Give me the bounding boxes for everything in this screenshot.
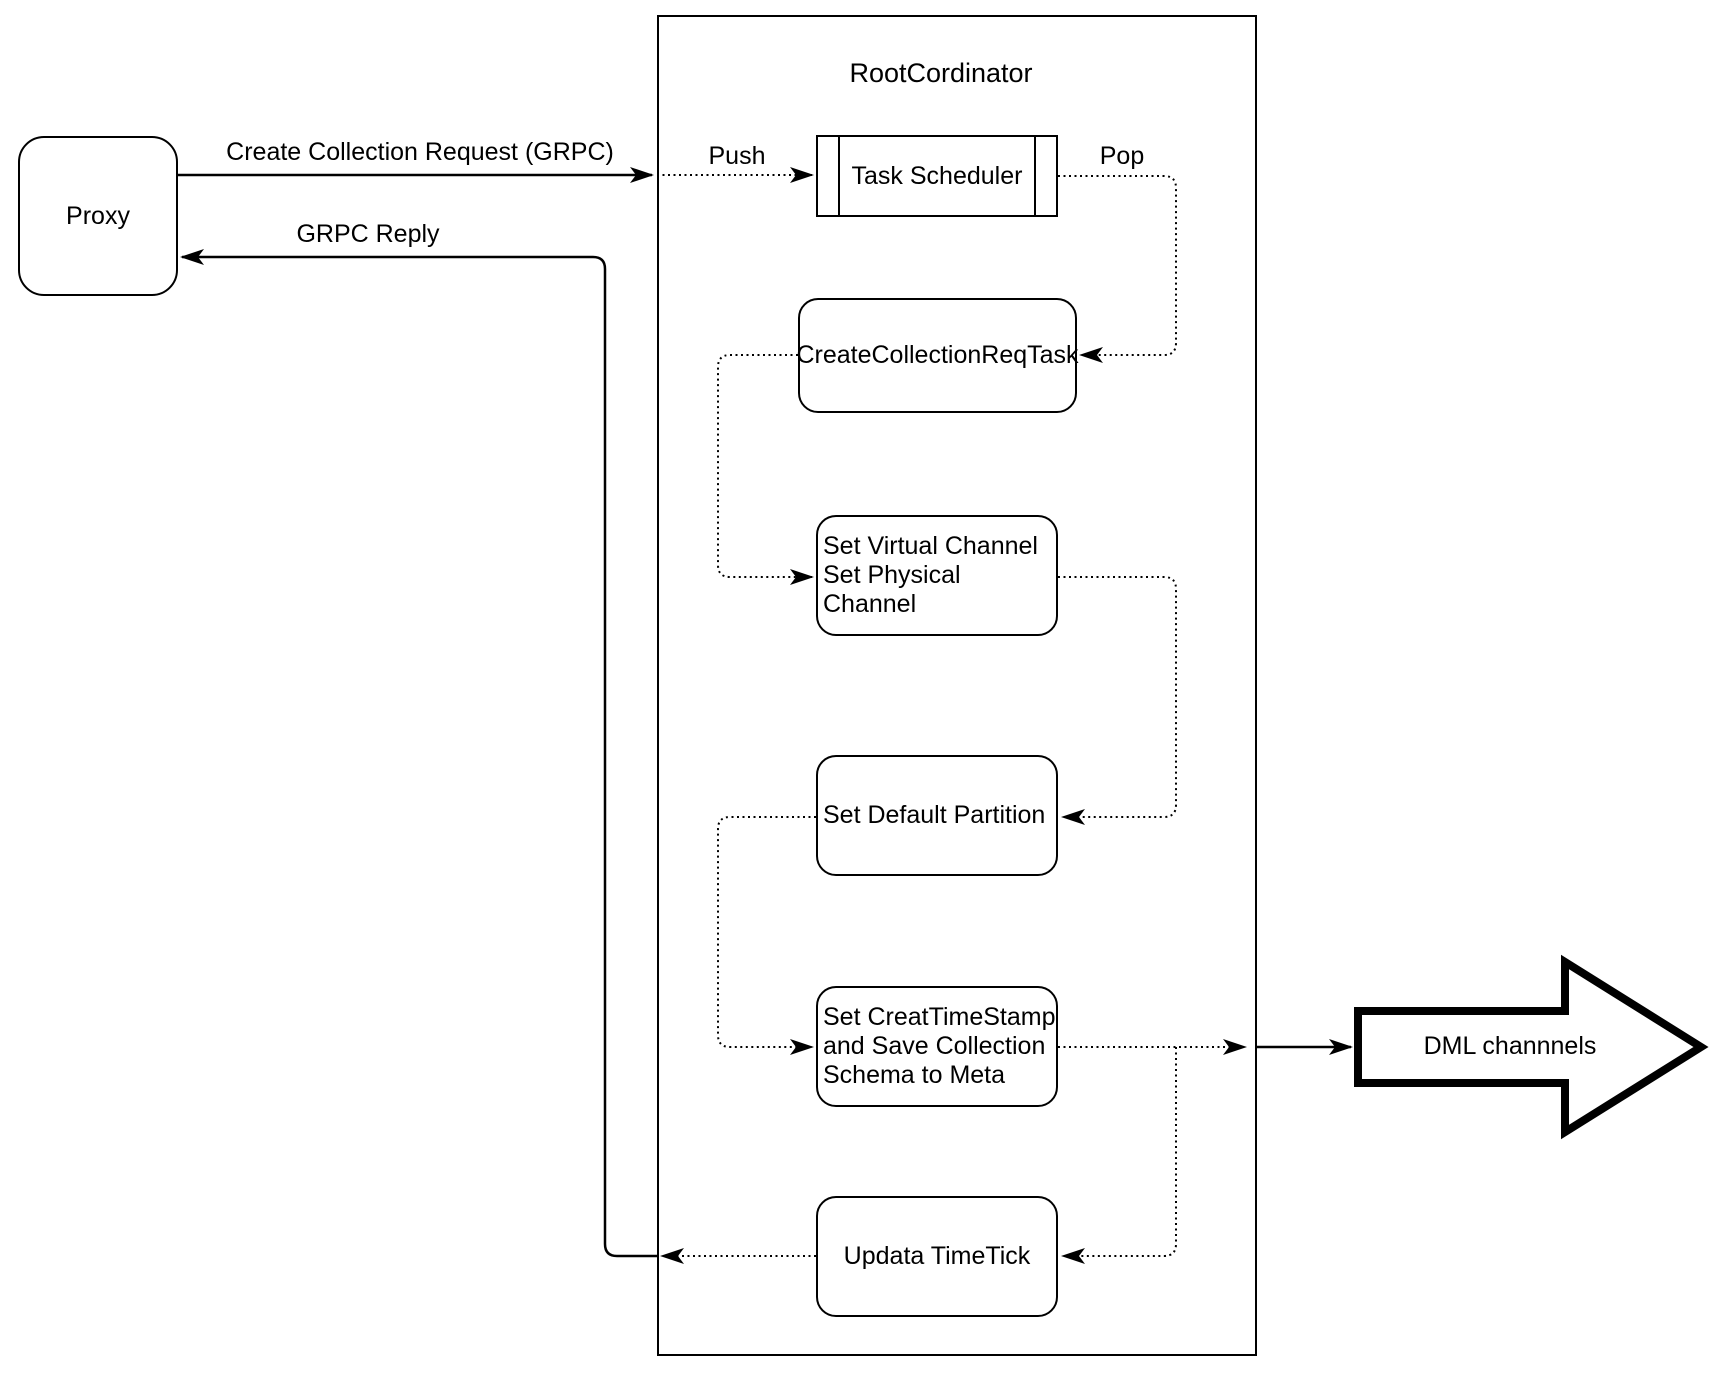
- rootcordinator-container: [657, 15, 1257, 1356]
- pop-arrow: [1058, 175, 1177, 363]
- task-scheduler-right-bar: [1034, 137, 1036, 215]
- timestamp-to-timetick-arrow: [1061, 1047, 1177, 1264]
- grpc-reply-label: GRPC Reply: [296, 220, 440, 248]
- grpc-reply-arrow: [180, 249, 657, 1258]
- set-channel-line2: Set Physical Channel: [823, 561, 961, 618]
- set-timestamp-line3: Schema to Meta: [823, 1061, 1006, 1089]
- set-timestamp-node: Set CreatTimeStamp and Save Collection S…: [816, 986, 1058, 1107]
- update-timetick-label: Updata TimeTick: [843, 1242, 1031, 1270]
- set-default-partition-node: Set Default Partition: [816, 755, 1058, 876]
- set-channel-node: Set Virtual Channel Set Physical Channel: [816, 515, 1058, 636]
- reqtask-to-setchannel-arrow: [717, 354, 814, 585]
- task-scheduler-label: Task Scheduler: [851, 161, 1023, 190]
- create-collection-req-task-node: CreateCollectionReqTask: [796, 298, 1079, 413]
- setchannel-to-setdefault-arrow: [1058, 576, 1177, 825]
- pop-label: Pop: [1099, 142, 1145, 170]
- push-label: Push: [708, 142, 766, 170]
- dml-channels-label: DML channnels: [1423, 1032, 1597, 1060]
- set-channel-line1: Set Virtual Channel: [823, 532, 1038, 560]
- create-collection-req-task-label: CreateCollectionReqTask: [796, 341, 1079, 369]
- set-default-partition-label: Set Default Partition: [823, 801, 1046, 829]
- set-timestamp-line2: and Save Collection: [823, 1032, 1046, 1060]
- update-timetick-node: Updata TimeTick: [816, 1196, 1058, 1317]
- set-timestamp-line1: Set CreatTimeStamp: [823, 1003, 1056, 1031]
- proxy-node: Proxy: [18, 136, 178, 296]
- rootcordinator-title: RootCordinator: [849, 58, 1033, 88]
- setdefault-to-timestamp-arrow: [717, 816, 816, 1055]
- task-scheduler-node: Task Scheduler: [816, 135, 1058, 217]
- create-collection-request-label: Create Collection Request (GRPC): [226, 138, 614, 166]
- proxy-label: Proxy: [66, 201, 130, 230]
- dml-channels-arrow-shape: [1354, 954, 1709, 1140]
- task-scheduler-left-bar: [838, 137, 840, 215]
